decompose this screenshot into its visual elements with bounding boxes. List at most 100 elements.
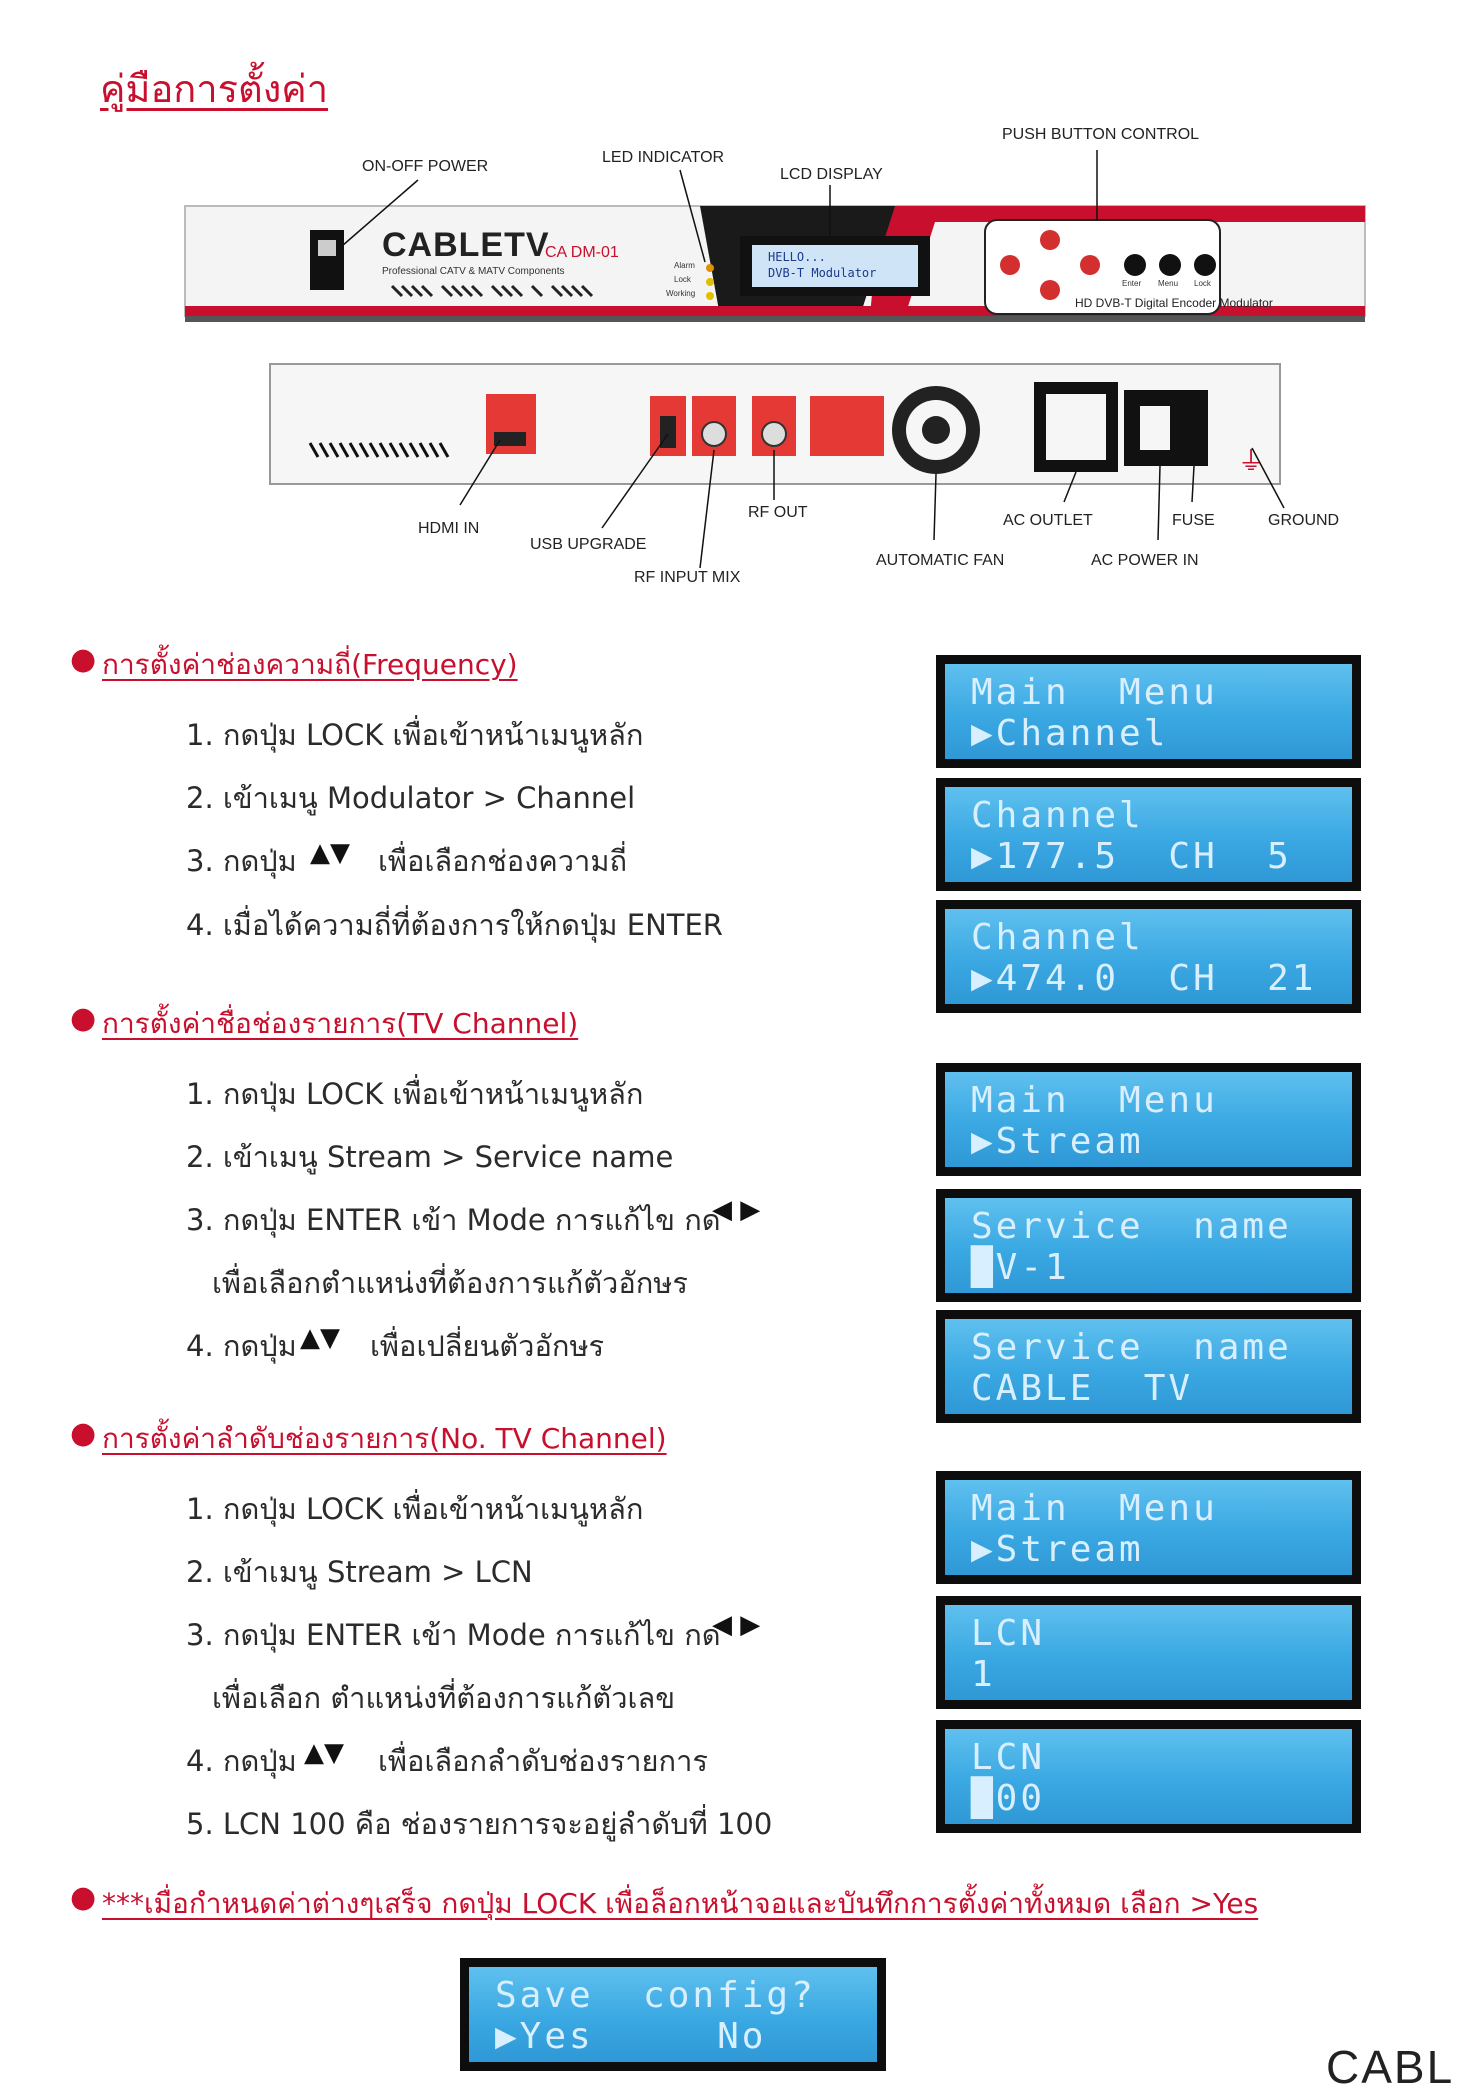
- label-led-indicator: LED INDICATOR: [602, 149, 725, 166]
- section3-step3: 3. กดปุ่ม ENTER เข้า Mode การแก้ไข กด: [186, 1618, 721, 1652]
- lcd-line2: █V-1: [971, 1247, 1070, 1288]
- lcd-line1: LCN: [971, 1613, 1046, 1654]
- front-panel: [184, 205, 1366, 322]
- updown-arrow-icon: ▲▼: [304, 1738, 344, 1768]
- down-button: [1040, 280, 1060, 300]
- menu-button: [1159, 254, 1181, 276]
- lock-button: [1194, 254, 1216, 276]
- lcd-line1: Service name: [971, 1206, 1292, 1247]
- save-note: ***เมื่อกำหนดค่าต่างๆเสร็จ กดปุ่ม LOCK เ…: [102, 1887, 1259, 1920]
- lcd-line2: █00: [971, 1778, 1046, 1819]
- led-label-working: Working: [666, 289, 696, 298]
- product-name: HD DVB-T Digital Encoder Modulator: [1075, 296, 1273, 310]
- section2-step4-cont: เพื่อเปลี่ยนตัวอักษร: [370, 1329, 605, 1363]
- lcd-main-menu-stream: Main Menu▶Stream: [936, 1063, 1361, 1176]
- leftright-arrow-icon: ◀ ▶: [712, 1610, 761, 1640]
- lcd-line1: Channel: [971, 795, 1144, 836]
- section2-step1: 1. กดปุ่ม LOCK เพื่อเข้าหน้าเมนูหลัก: [186, 1077, 644, 1111]
- lcd-line2: ▶177.5 CH 5: [971, 836, 1292, 877]
- section3-step2: 2. เข้าเมนู Stream > LCN: [186, 1555, 533, 1589]
- label-push-button-control: PUSH BUTTON CONTROL: [1002, 126, 1200, 143]
- note-bullet: ●: [70, 1880, 97, 1915]
- device-diagram: ⏚: [184, 150, 1366, 569]
- section3-step5: 5. LCN 100 คือ ช่องรายการจะอยู่ลำดับที่ …: [186, 1807, 773, 1841]
- lcd-line2: ▶Yes No: [495, 2016, 767, 2057]
- label-lcd-display: LCD DISPLAY: [780, 166, 883, 183]
- lcd-line1: Main Menu: [971, 1488, 1218, 1529]
- label-fuse: FUSE: [1172, 512, 1215, 529]
- enter-button: [1124, 254, 1146, 276]
- section1-step4: 4. เมื่อได้ความถี่ที่ต้องการให้กดปุ่ม EN…: [186, 908, 723, 942]
- section2-step2: 2. เข้าเมนู Stream > Service name: [186, 1140, 674, 1174]
- lcd-line2: ▶Channel: [971, 713, 1169, 754]
- lcd-line1: Main Menu: [971, 1080, 1218, 1121]
- device-brand: CABLETV: [382, 226, 550, 264]
- section2-step3: 3. กดปุ่ม ENTER เข้า Mode การแก้ไข กด: [186, 1203, 721, 1237]
- lcd-channel-5: Channel▶177.5 CH 5: [936, 778, 1361, 891]
- lcd-service-name-edit: Service name█V-1: [936, 1189, 1361, 1302]
- lcd-line2: ▶Stream: [971, 1121, 1144, 1162]
- section1-step1: 1. กดปุ่ม LOCK เพื่อเข้าหน้าเมนูหลัก: [186, 718, 644, 752]
- device-tagline: Professional CATV & MATV Components: [382, 266, 565, 277]
- lcd-channel-21: Channel▶474.0 CH 21: [936, 900, 1361, 1013]
- section1-step2: 2. เข้าเมนู Modulator > Channel: [186, 781, 636, 815]
- label-ground: GROUND: [1268, 512, 1340, 529]
- section1-step3-cont: เพื่อเลือกช่องความถี่: [378, 844, 628, 878]
- label-usb-upgrade: USB UPGRADE: [530, 536, 647, 553]
- lcd-line2: ▶474.0 CH 21: [971, 958, 1317, 999]
- lcd-line1: Save config?: [495, 1975, 816, 2016]
- section3-bullet: ●: [70, 1416, 97, 1451]
- lcd-line2: CABLE TV: [971, 1368, 1194, 1409]
- section2-step3-cont: เพื่อเลือกตำแหน่งที่ต้องการแก้ตัวอักษร: [212, 1266, 688, 1300]
- section2-bullet: ●: [70, 1001, 97, 1036]
- left-button: [1000, 255, 1020, 275]
- up-button: [1040, 230, 1060, 250]
- led-alarm: [706, 264, 714, 272]
- label-rf-input-mix: RF INPUT MIX: [634, 569, 741, 586]
- led-lock: [706, 278, 714, 286]
- lcd-line2: 1: [971, 1654, 996, 1695]
- front-lcd-line1: HELLO...: [768, 250, 826, 264]
- right-button: [1080, 255, 1100, 275]
- section2-step4: 4. กดปุ่ม: [186, 1329, 297, 1363]
- power-switch: [310, 230, 344, 290]
- device-model: CA DM-01: [545, 244, 619, 261]
- page-title: คู่มือการตั้งค่า: [100, 67, 329, 111]
- led-working: [706, 292, 714, 300]
- section3-step1: 1. กดปุ่ม LOCK เพื่อเข้าหน้าเมนูหลัก: [186, 1492, 644, 1526]
- button-label-enter: Enter: [1122, 279, 1142, 288]
- section3-heading: การตั้งค่าลำดับช่องรายการ(No. TV Channel…: [102, 1422, 667, 1455]
- lcd-save-config: Save config?▶Yes No: [460, 1958, 886, 2071]
- lcd-lcn-100: LCN█00: [936, 1720, 1361, 1833]
- section1-heading: การตั้งค่าช่องความถี่(Frequency): [102, 648, 518, 681]
- updown-arrow-icon: ▲▼: [300, 1323, 340, 1353]
- corner-logo: CABL: [1326, 2041, 1455, 2093]
- label-hdmi-in: HDMI IN: [418, 520, 480, 537]
- lcd-line2: ▶Stream: [971, 1529, 1144, 1570]
- lcd-line1: Service name: [971, 1327, 1292, 1368]
- section3-step4: 4. กดปุ่ม: [186, 1744, 297, 1778]
- button-label-menu: Menu: [1158, 279, 1179, 288]
- label-ac-outlet: AC OUTLET: [1003, 512, 1093, 529]
- label-ac-power-in: AC POWER IN: [1091, 552, 1199, 569]
- lcd-main-menu-channel: Main Menu▶Channel: [936, 655, 1361, 768]
- button-label-lock: Lock: [1194, 279, 1211, 288]
- lcd-line1: Channel: [971, 917, 1144, 958]
- lcd-main-menu-stream-2: Main Menu▶Stream: [936, 1471, 1361, 1584]
- led-label-alarm: Alarm: [674, 261, 695, 270]
- label-automatic-fan: AUTOMATIC FAN: [876, 552, 1005, 569]
- label-rf-out: RF OUT: [748, 504, 808, 521]
- leftright-arrow-icon: ◀ ▶: [712, 1195, 761, 1225]
- label-on-off-power: ON-OFF POWER: [362, 158, 489, 175]
- section1-bullet: ●: [70, 642, 97, 677]
- lcd-line1: LCN: [971, 1737, 1046, 1778]
- section3-step3-cont: เพื่อเลือก ตำแหน่งที่ต้องการแก้ตัวเลข: [212, 1681, 676, 1715]
- led-label-lock: Lock: [674, 275, 691, 284]
- section2-heading: การตั้งค่าชื่อช่องรายการ(TV Channel): [102, 1007, 579, 1040]
- front-lcd-line2: DVB-T Modulator: [768, 266, 877, 280]
- caution-label: [810, 396, 884, 456]
- rear-panel: ⏚: [269, 363, 1281, 485]
- callout-lines: [341, 150, 1285, 569]
